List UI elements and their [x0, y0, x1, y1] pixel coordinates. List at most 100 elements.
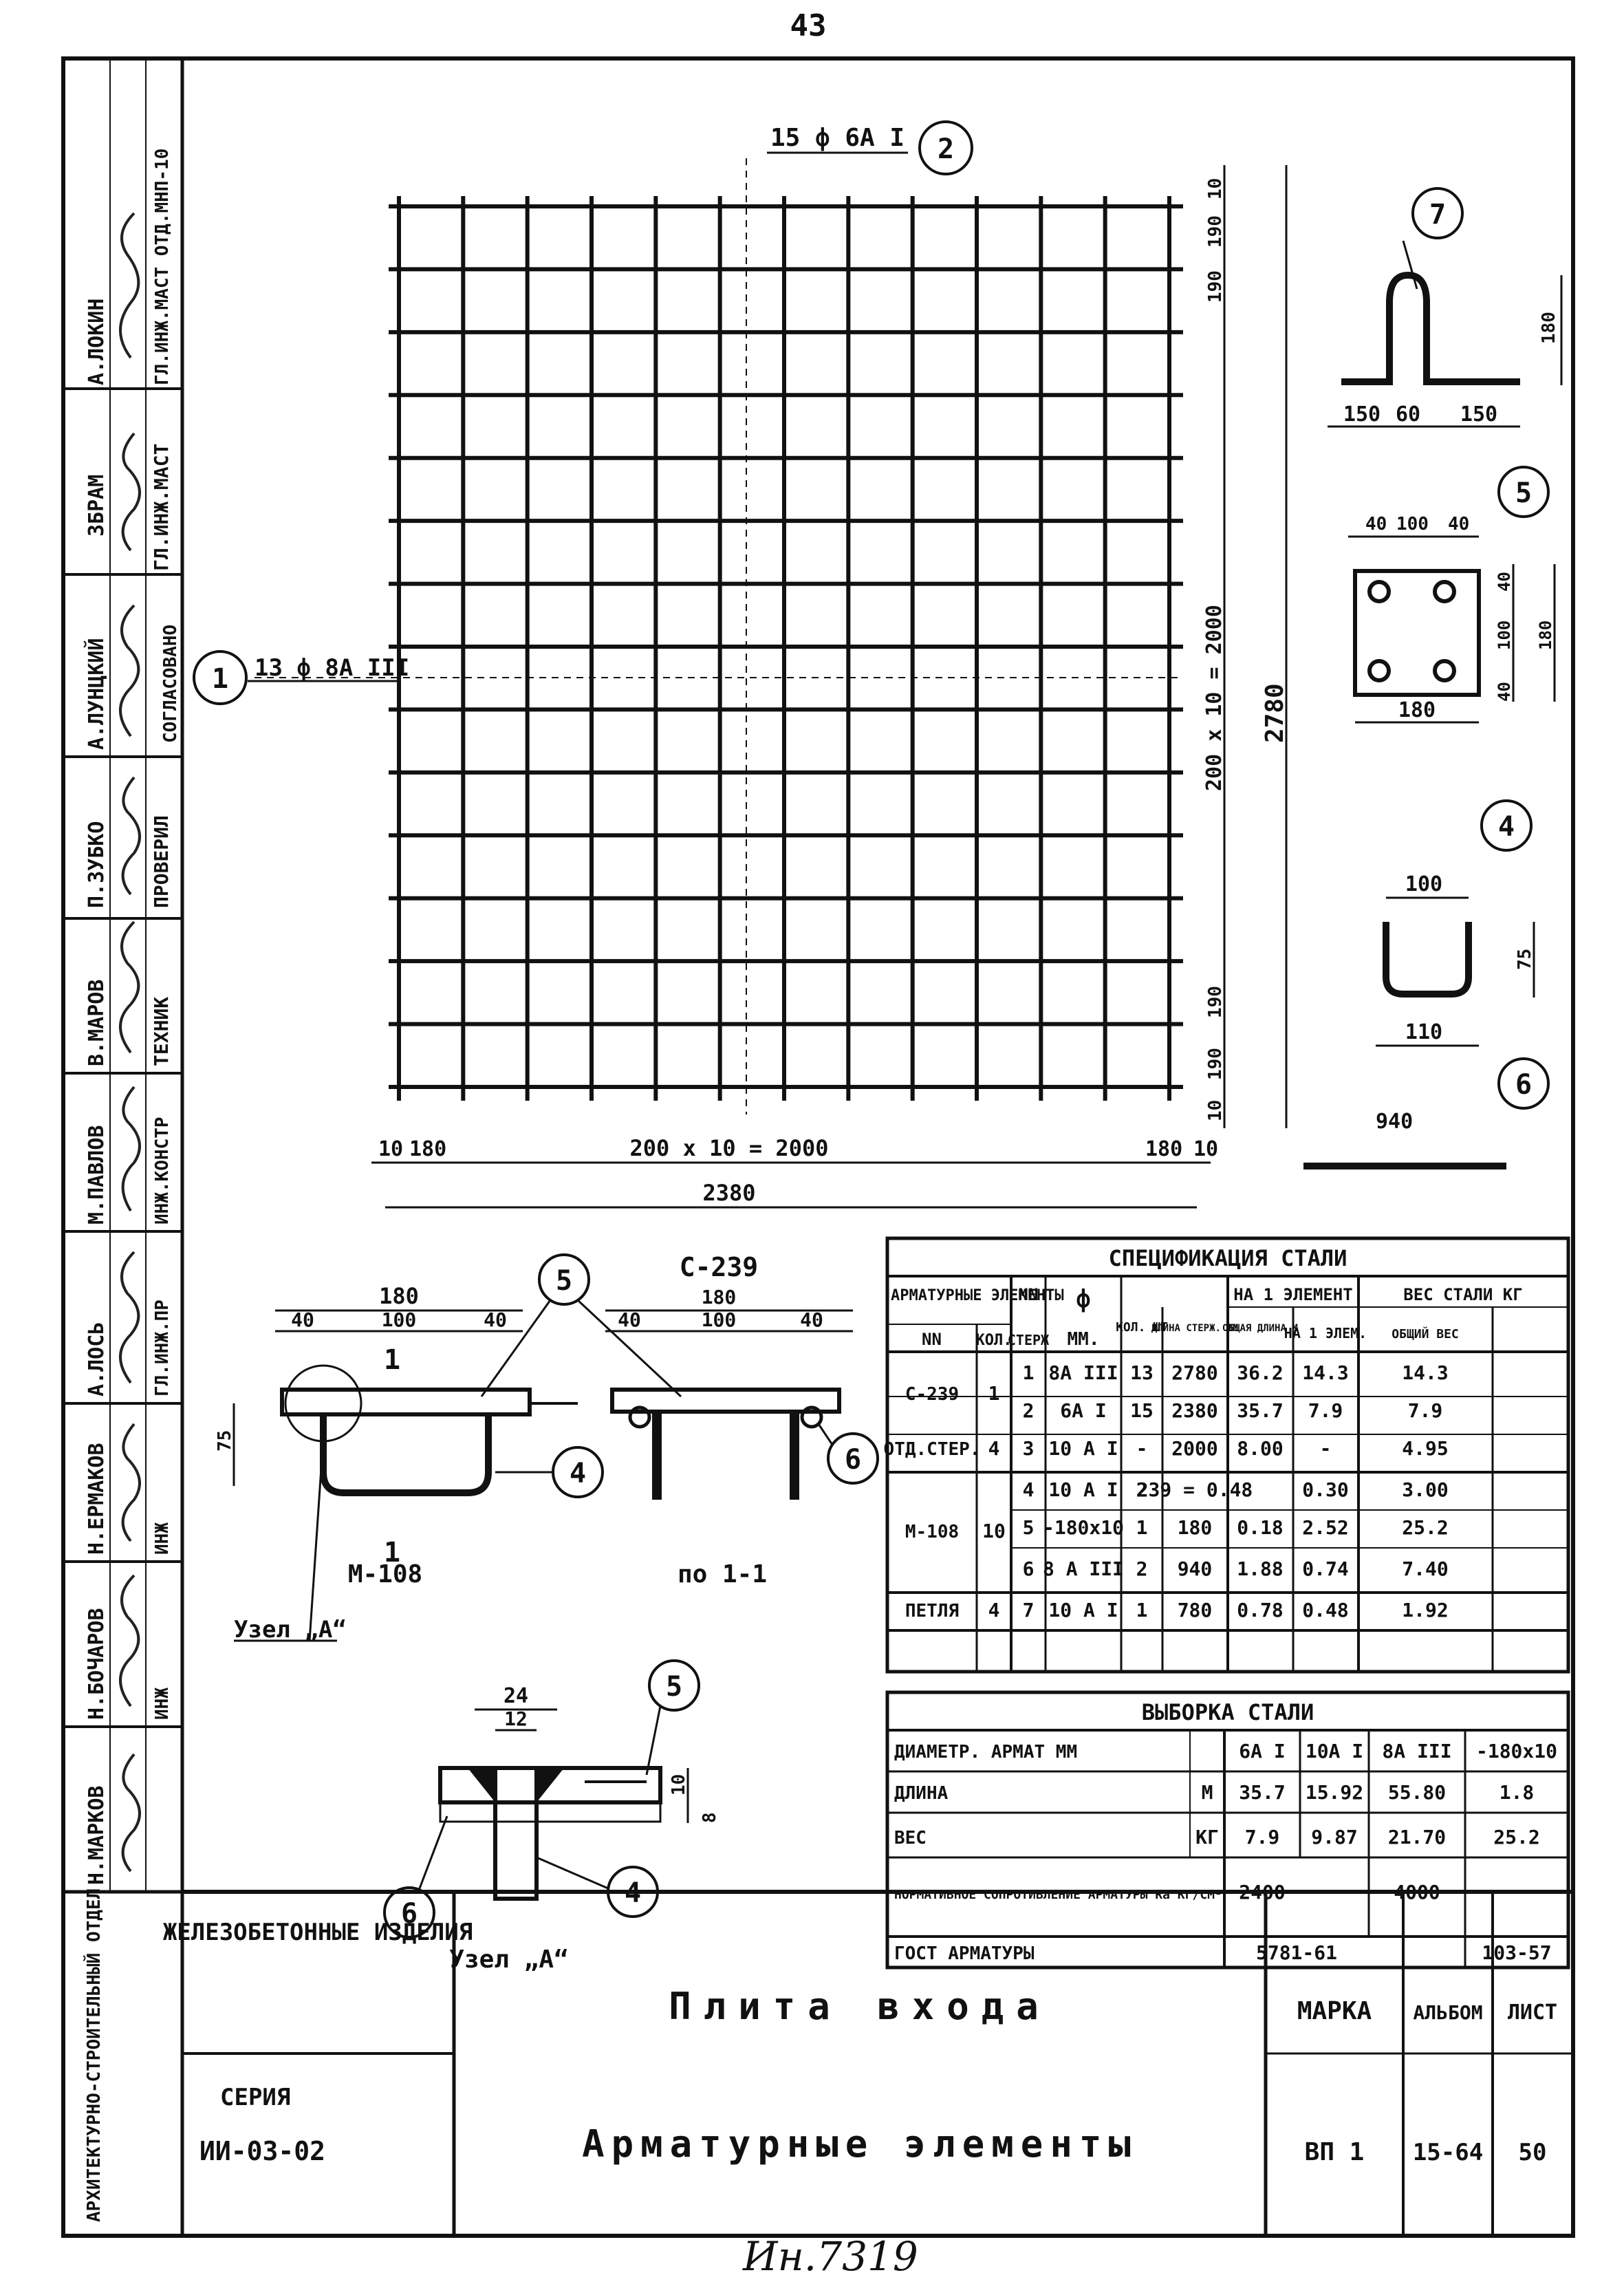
asm-title-left: М-108: [348, 1560, 422, 1588]
spec-cell: 35.7: [1237, 1399, 1283, 1422]
tb-title-2: Арматурные элементы: [582, 2122, 1138, 2166]
stamp-name-1: ЗБРАМ: [85, 475, 109, 537]
assembly-section: С-239 180 40 100 40 по 1-1: [605, 1252, 853, 1588]
sel-cell: 5781-61: [1256, 1941, 1337, 1964]
asm-height: 75: [215, 1430, 235, 1452]
spec-cell: -: [1136, 1437, 1148, 1460]
spec-cell: -180x10: [1043, 1516, 1124, 1539]
sel-cell: ДЛИНА: [894, 1783, 949, 1804]
stamp-role-2: ПРОВЕРИЛ: [150, 815, 173, 908]
node-callout-6-num: 6: [401, 1898, 418, 1930]
spec-h-sub-obsh-ves: ОБЩИЙ ВЕС: [1392, 1326, 1459, 1341]
spec-cell: 15: [1130, 1399, 1154, 1422]
plate-num: 5: [1515, 477, 1532, 509]
spec-cell: 1.92: [1402, 1599, 1448, 1621]
mesh-vertical-dims: 200 x 10 = 2000 2780 10 190 190 190 190 …: [1202, 165, 1289, 1128]
mesh-v-dim: 200 x 10 = 2000: [1202, 605, 1226, 791]
node-callout-6: [383, 1886, 435, 1939]
mesh-v-end-0: 10: [1205, 178, 1226, 200]
detail-bar6: 6 940: [1303, 1057, 1550, 1169]
spec-cell: 0.78: [1237, 1599, 1283, 1621]
spec-h-sub-nn: NN: [922, 1330, 942, 1349]
node-dim-0: 24: [504, 1684, 528, 1708]
spec-cell: 14.3: [1302, 1361, 1348, 1384]
spec-h-sub-na1: НА 1 ЭЛЕМ.: [1284, 1325, 1367, 1341]
spec-cell: 3.00: [1402, 1478, 1448, 1501]
sec-dim-0: 40: [618, 1308, 641, 1331]
spec-cell: 13: [1130, 1361, 1154, 1384]
sel-cell: 1.8: [1500, 1781, 1535, 1804]
tb-series-label: СЕРИЯ: [220, 2084, 290, 2111]
spec-cell: 8 А III: [1043, 1557, 1124, 1580]
spec-h-phi: ф: [1076, 1285, 1091, 1313]
tb-mark-label: МАРКА: [1297, 1997, 1372, 2025]
sel-cell: ВЕС: [894, 1828, 927, 1848]
stamp-role-5: ГЛ.ИНЖ.ПР: [152, 1300, 173, 1397]
detail-ubar: 4 100 110 75: [1376, 799, 1535, 1047]
sel-cell: КГ: [1195, 1826, 1219, 1848]
sel-cell: 21.70: [1388, 1826, 1446, 1848]
sel-cell: 7.9: [1245, 1826, 1280, 1848]
loop-dim-0: 150: [1343, 402, 1381, 427]
spec-h-sub-obsh: ОБЩАЯ ДЛИНА М: [1222, 1323, 1298, 1334]
spec-cell: ПЕТЛЯ: [905, 1601, 959, 1621]
spec-title: СПЕЦИФИКАЦИЯ СТАЛИ: [1109, 1245, 1347, 1271]
node-side-0: 10: [669, 1774, 689, 1796]
stamp-name-8: Н.БОЧАРОВ: [85, 1608, 109, 1720]
spec-table: СПЕЦИФИКАЦИЯ СТАЛИ АРМАТУРНЫЕ ЭЛЕМЕНТЫ N…: [884, 1236, 1570, 1674]
stamp-name-7: Н.ЕРМАКОВ: [85, 1443, 109, 1555]
mesh-v-end-1: 190: [1205, 215, 1226, 248]
stamp-agreed: СОГЛАСОВАНО: [160, 625, 181, 743]
spec-cell: 10: [982, 1520, 1006, 1542]
spec-cell: 0.48: [1302, 1599, 1348, 1621]
spec-h-sub-kol: КОЛ.: [976, 1332, 1013, 1349]
sel-cell: -180x10: [1476, 1740, 1557, 1762]
asm-callout-6: [827, 1432, 879, 1485]
sel-cell: 35.7: [1239, 1781, 1285, 1804]
spec-cell: 0.18: [1237, 1516, 1283, 1539]
institute-label: АРХИТЕКТУРНО-СТРОИТЕЛЬНЫЙ ОТДЕЛ: [83, 1888, 105, 2222]
node-title: Узел „А“: [449, 1945, 568, 1974]
sel-cell: 15.92: [1306, 1781, 1363, 1804]
spec-cell: 2: [1136, 1557, 1148, 1580]
stamp-name-6: А.ЛОСЬ: [85, 1322, 109, 1397]
sel-cell: 10А I: [1306, 1740, 1363, 1762]
sel-cell: 9.87: [1311, 1826, 1357, 1848]
tb-album: 15-64: [1413, 2139, 1483, 2166]
spec-cell: 180: [1178, 1516, 1213, 1539]
asm-dim-top: 180: [379, 1283, 419, 1309]
spec-cell: 239 = 0.48: [1137, 1478, 1253, 1501]
spec-h-na-element: НА 1 ЭЛЕМЕНТ: [1233, 1285, 1352, 1304]
mesh-h-end-3: 10: [1193, 1137, 1218, 1161]
callout-1-num: 1: [212, 663, 228, 695]
page-number: 43: [790, 8, 827, 43]
spec-cell: 1: [1023, 1361, 1035, 1384]
node-callout-5-num: 5: [666, 1671, 682, 1703]
spec-cell: 4: [988, 1599, 1000, 1621]
plate-side-1: 100: [1495, 621, 1514, 650]
spec-cell: 10 А I: [1048, 1437, 1118, 1460]
spec-cell: 36.2: [1237, 1361, 1283, 1384]
ubar-num: 4: [1498, 811, 1515, 843]
spec-cell: 5: [1023, 1516, 1035, 1539]
stamp-name-3: П.ЗУБКО: [85, 821, 109, 908]
spec-h-weight: ВЕС СТАЛИ КГ: [1403, 1285, 1522, 1304]
stamp-role-7: ИНЖ: [152, 1688, 173, 1720]
plate-side-3: 180: [1536, 621, 1555, 650]
mesh-left-label: 13 ф 8А III: [255, 654, 409, 682]
spec-cell: 1: [1136, 1599, 1148, 1621]
stamp-role-3: ТЕХНИК: [150, 997, 173, 1066]
plate-top-0: 40: [1365, 514, 1387, 535]
callout-2-num: 2: [938, 133, 954, 165]
spec-cell: -: [1320, 1437, 1332, 1460]
assembly-m108: 180 40 100 40 1 75 1 М-108 Узел „А“: [215, 1283, 578, 1643]
stamp-role-6: ИНЖ: [152, 1522, 173, 1555]
spec-cell: 7.9: [1408, 1399, 1443, 1422]
sec-dim-2: 40: [800, 1308, 823, 1331]
asm-dim-2: 40: [484, 1308, 507, 1331]
spec-cell: 4.95: [1402, 1437, 1448, 1460]
sel-cell: ГОСТ АРМАТУРЫ: [894, 1943, 1035, 1964]
ubar-width-out: 110: [1405, 1020, 1442, 1044]
sec-dim-1: 100: [702, 1308, 737, 1331]
